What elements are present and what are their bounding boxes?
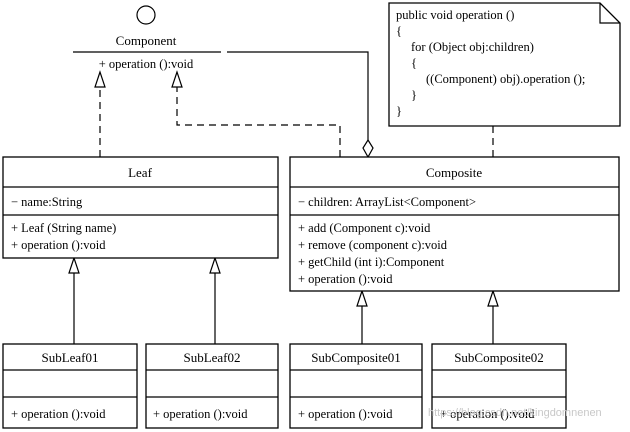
leaf-name: Leaf — [128, 165, 152, 180]
subleaf02-class: SubLeaf02 + operation ():void — [145, 343, 279, 429]
subleaf02-name: SubLeaf02 — [183, 350, 240, 365]
note-line-4: { — [411, 56, 417, 70]
note-line-6: } — [411, 88, 417, 102]
leaf-method-2: + operation ():void — [11, 238, 106, 252]
subcomposite01-class: SubComposite01 + operation ():void — [289, 343, 423, 429]
composite-method-3: + getChild (int i):Component — [298, 255, 445, 269]
subleaf02-operation: + operation ():void — [153, 407, 248, 421]
component-name: Component — [116, 33, 177, 48]
composite-method-4: + operation ():void — [298, 272, 393, 286]
leaf-attribute: − name:String — [11, 195, 83, 209]
component-interface: Component + operation ():void — [73, 5, 221, 71]
leaf-box — [2, 156, 279, 259]
connectors — [68, 51, 499, 344]
note-line-3: for (Object obj:children) — [411, 40, 534, 54]
composite-method-1: + add (Component c):void — [298, 221, 431, 235]
subleaf02-inherit-arrow — [209, 256, 221, 274]
composite-name: Composite — [426, 165, 483, 180]
leaf-class: Leaf − name:String + Leaf (String name) … — [2, 156, 279, 259]
subleaf01-inherit-arrow — [68, 256, 80, 274]
composite-method-2: + remove (component c):void — [298, 238, 448, 252]
subleaf02-box — [145, 343, 279, 429]
note-border — [388, 2, 621, 127]
subcomposite01-name: SubComposite01 — [311, 350, 401, 365]
composite-realization-arrow — [171, 70, 183, 88]
leaf-realization-arrow — [94, 70, 106, 88]
aggregation-line — [227, 51, 369, 140]
composite-realization-line — [176, 87, 341, 157]
subcomposite02-inherit-arrow — [487, 289, 499, 307]
subleaf01-operation: + operation ():void — [11, 407, 106, 421]
subleaf01-class: SubLeaf01 + operation ():void — [2, 343, 138, 429]
composite-class: Composite − children: ArrayList<Componen… — [289, 156, 620, 292]
subcomposite02-operation: + operation ():void — [440, 407, 535, 421]
interface-circle — [136, 5, 156, 25]
subcomposite02-name: SubComposite02 — [454, 350, 544, 365]
note-line-1: public void operation () — [396, 8, 514, 22]
composite-attribute: − children: ArrayList<Component> — [298, 195, 476, 209]
watermark: https://blog.csdn.net/kingdomnenen — [428, 407, 602, 419]
note-fold — [599, 3, 620, 24]
composite-box — [289, 156, 620, 292]
leaf-method-1: + Leaf (String name) — [11, 221, 116, 235]
component-operation: + operation ():void — [99, 57, 194, 71]
note: public void operation () { for (Object o… — [388, 2, 621, 127]
subcomposite02-box — [431, 343, 567, 429]
subcomposite01-inherit-arrow — [356, 289, 368, 307]
note-line-2: { — [396, 24, 402, 38]
subleaf01-name: SubLeaf01 — [41, 350, 98, 365]
subcomposite02-class: SubComposite02 + operation ():void — [431, 343, 567, 429]
subcomposite01-box — [289, 343, 423, 429]
note-line-5: ((Component) obj).operation (); — [426, 72, 585, 86]
note-line-7: } — [396, 104, 402, 118]
subleaf01-box — [2, 343, 138, 429]
aggregation-diamond — [362, 138, 374, 159]
subcomposite01-operation: + operation ():void — [298, 407, 393, 421]
